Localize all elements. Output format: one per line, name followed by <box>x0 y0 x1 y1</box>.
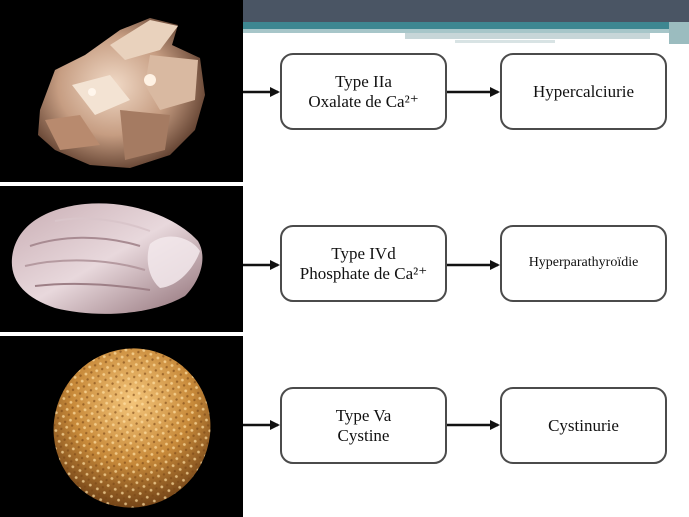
stone-photo-phosphate <box>0 186 243 332</box>
condition-box: Cystinurie <box>500 387 667 464</box>
header-accent-stripe <box>243 22 689 29</box>
stone-type-box: Type Va Cystine <box>280 387 447 464</box>
condition-box: Hyperparathyroïdie <box>500 225 667 302</box>
stone-type-box: Type IIa Oxalate de Ca²⁺ <box>280 53 447 130</box>
stone-type-label: Type IIa <box>335 71 392 91</box>
header-decoration <box>669 22 689 44</box>
condition-label: Hyperparathyroïdie <box>528 255 639 271</box>
header-accent-stripe-light <box>243 29 689 33</box>
stone-photo-oxalate <box>0 0 243 182</box>
stone-photo-cystine <box>0 336 243 517</box>
condition-label: Hypercalciurie <box>533 81 634 101</box>
stone-composition-label: Oxalate de Ca²⁺ <box>308 91 419 111</box>
stone-type-box: Type IVd Phosphate de Ca²⁺ <box>280 225 447 302</box>
condition-label: Cystinurie <box>548 415 619 435</box>
stone-composition-label: Cystine <box>337 425 390 445</box>
stone-type-label: Type IVd <box>331 243 396 263</box>
header-bar <box>243 0 689 22</box>
stone-composition-label: Phosphate de Ca²⁺ <box>299 263 428 283</box>
stone-type-label: Type Va <box>335 405 392 425</box>
condition-box: Hypercalciurie <box>500 53 667 130</box>
header-decoration <box>405 33 650 39</box>
header-decoration <box>455 40 555 43</box>
